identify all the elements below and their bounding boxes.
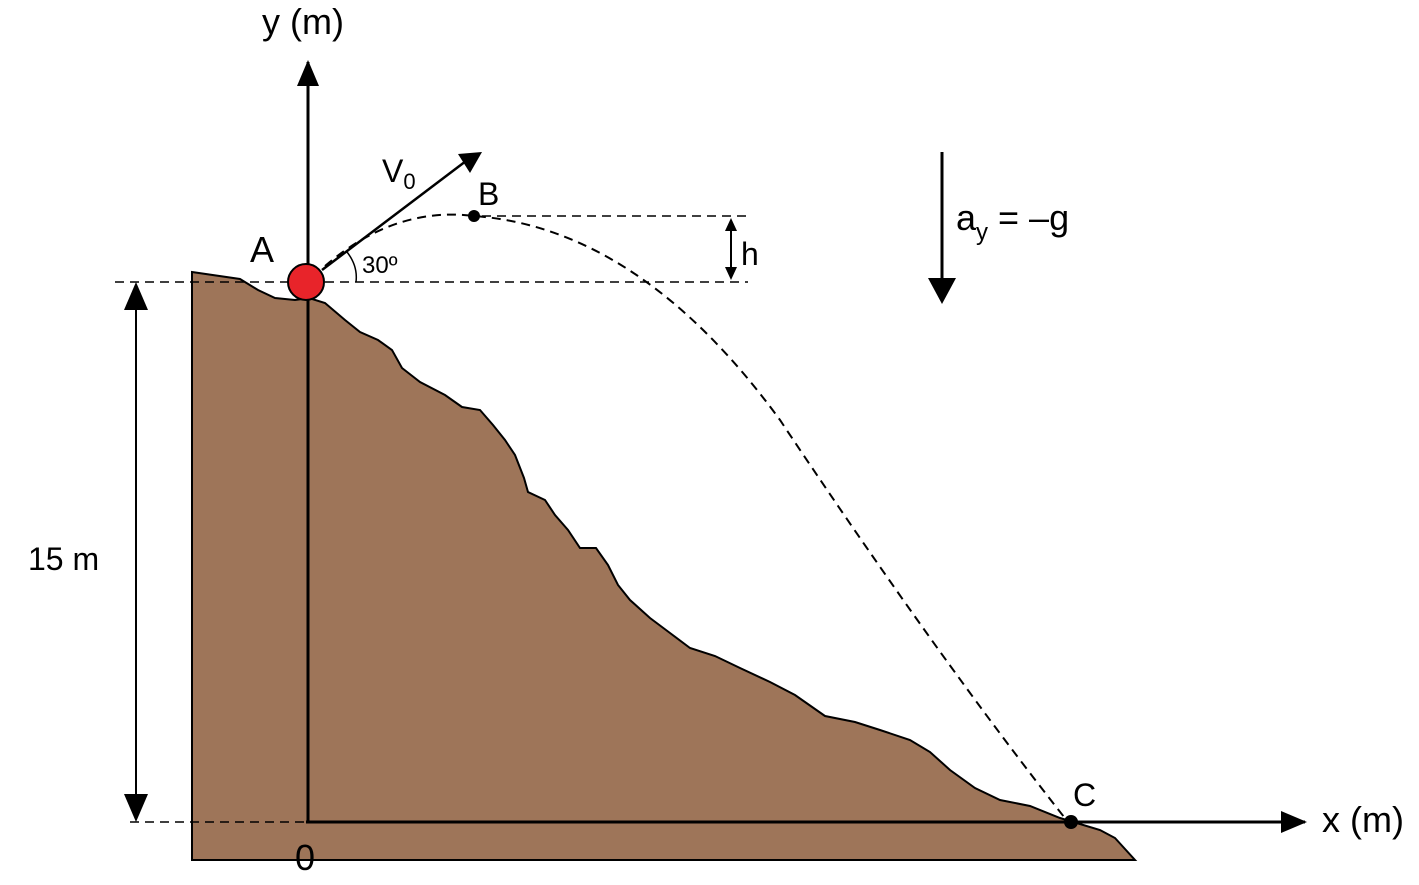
hill-ground	[191, 270, 1138, 861]
velocity-label: V0	[382, 153, 416, 194]
acceleration-symbol: a	[956, 197, 977, 238]
point-b-marker	[468, 210, 480, 222]
velocity-vector	[321, 160, 467, 271]
h-arrow-bottom	[725, 267, 737, 280]
point-c-label: C	[1073, 777, 1096, 813]
angle-arc	[346, 251, 358, 283]
acceleration-label: ay = –g	[956, 197, 1069, 246]
y-axis-label: y (m)	[262, 1, 344, 42]
point-c-marker	[1064, 815, 1078, 829]
acceleration-subscript: y	[976, 219, 988, 246]
cliff-height-label: 15 m	[28, 541, 99, 577]
x-axis-label: x (m)	[1322, 799, 1404, 840]
cliff-height-arrow-top	[124, 282, 148, 310]
velocity-symbol: V	[382, 153, 404, 189]
velocity-arrowhead	[458, 152, 482, 173]
cliff-height-arrow-bottom	[124, 794, 148, 822]
point-a-label: A	[250, 229, 274, 270]
trajectory-path	[324, 213, 1069, 823]
h-arrow-top	[725, 218, 737, 231]
point-b-label: B	[478, 176, 499, 212]
velocity-subscript: 0	[403, 169, 415, 194]
ball-a	[287, 263, 325, 301]
acceleration-arrowhead	[928, 278, 956, 304]
height-h-label: h	[741, 236, 759, 272]
origin-label: 0	[295, 837, 315, 878]
acceleration-rhs: = –g	[988, 197, 1069, 238]
angle-label: 30º	[362, 252, 398, 279]
